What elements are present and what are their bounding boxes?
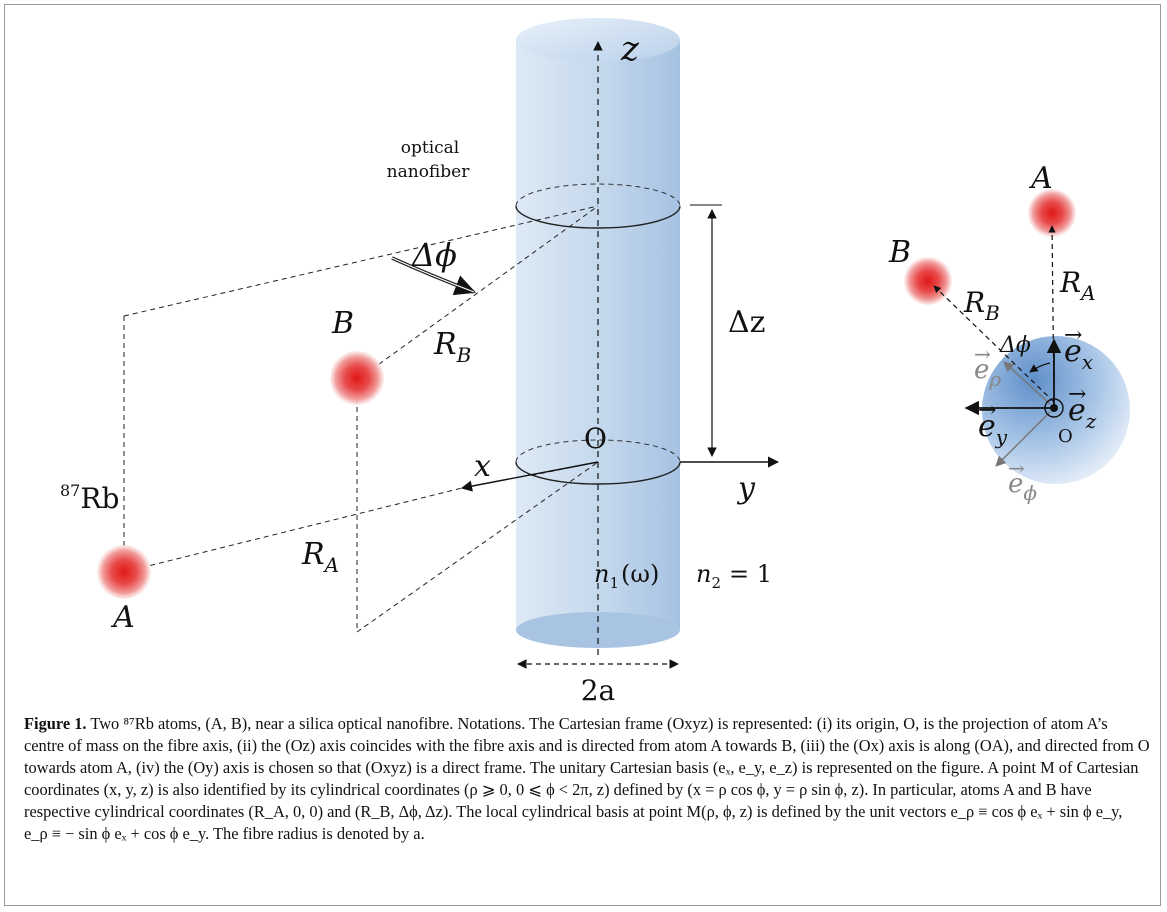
svg-text:→: → (1008, 456, 1025, 480)
inset-e-phi-arrow (995, 411, 1051, 467)
fiber-label-line2: nanofiber (387, 162, 471, 182)
inset-atom-a (1028, 189, 1076, 237)
inset-e-phi-label: eϕ (1008, 469, 1037, 505)
inset-atom-b (904, 257, 952, 305)
inset-r-b-label: RB (963, 286, 1000, 325)
inset-e-rho-arrow (1003, 361, 1051, 405)
caption-text: Two ⁸⁷Rb atoms, (A, B), near a silica op… (24, 714, 1150, 843)
inset-r-b-line (933, 285, 1055, 403)
construction-lines (123, 205, 599, 633)
origin-label: O (584, 422, 607, 455)
inset-delta-phi-label: Δϕ (999, 333, 1031, 358)
figure-frame (4, 4, 1161, 906)
x-axis-dashed (527, 461, 599, 477)
n1-label: n1(ω) (594, 560, 659, 592)
delta-z-label: Δz (728, 305, 765, 340)
svg-text:→: → (1068, 382, 1086, 407)
svg-text:→: → (974, 342, 991, 366)
inset-e-rho-label: eρ (974, 355, 1001, 391)
inset-delta-phi-arc (1029, 362, 1051, 373)
caption-label: Figure 1. (24, 714, 87, 733)
delta-phi-label: Δϕ (410, 236, 457, 274)
figure-diagram: z optical nanofiber Δϕ Δz B RB O x y 87R… (60, 18, 1130, 707)
atom-a-label: A (110, 600, 135, 635)
inset-e-z-symbol (1044, 398, 1064, 418)
n2-label: n2= 1 (696, 560, 772, 592)
inset-atom-b-label: B (888, 235, 911, 270)
inset-r-a-label: RA (1059, 266, 1096, 305)
atom-a (97, 545, 151, 599)
x-axis (460, 461, 599, 492)
figure-caption: Figure 1. Two ⁸⁷Rb atoms, (A, B), near a… (24, 713, 1150, 845)
inset-atom-a-label: A (1028, 161, 1053, 196)
r-a-label: RA (301, 537, 339, 577)
upper-ring (515, 183, 681, 229)
z-axis-label: z (620, 29, 640, 69)
r-b-label: RB (433, 327, 471, 367)
inset-origin-label: O (1058, 426, 1073, 447)
two-a-label: 2a (581, 674, 616, 707)
atom-b (330, 351, 384, 405)
svg-text:→: → (1064, 323, 1082, 348)
x-axis-label: x (474, 449, 491, 484)
inset-e-z-label: ez (1068, 393, 1097, 433)
inset-e-x-label: ex (1064, 334, 1093, 374)
top-view-inset: A B RA RB Δϕ ex → ez → O ey → eρ → eϕ → (888, 161, 1130, 505)
inset-e-y-label: ey (978, 409, 1008, 449)
y-axis-label: y (736, 471, 756, 506)
rb-label: 87Rb (60, 481, 119, 515)
lower-ring (515, 439, 681, 485)
atom-b-label: B (331, 306, 354, 341)
fiber-label-line1: optical (401, 138, 459, 158)
svg-text:→: → (978, 398, 996, 423)
